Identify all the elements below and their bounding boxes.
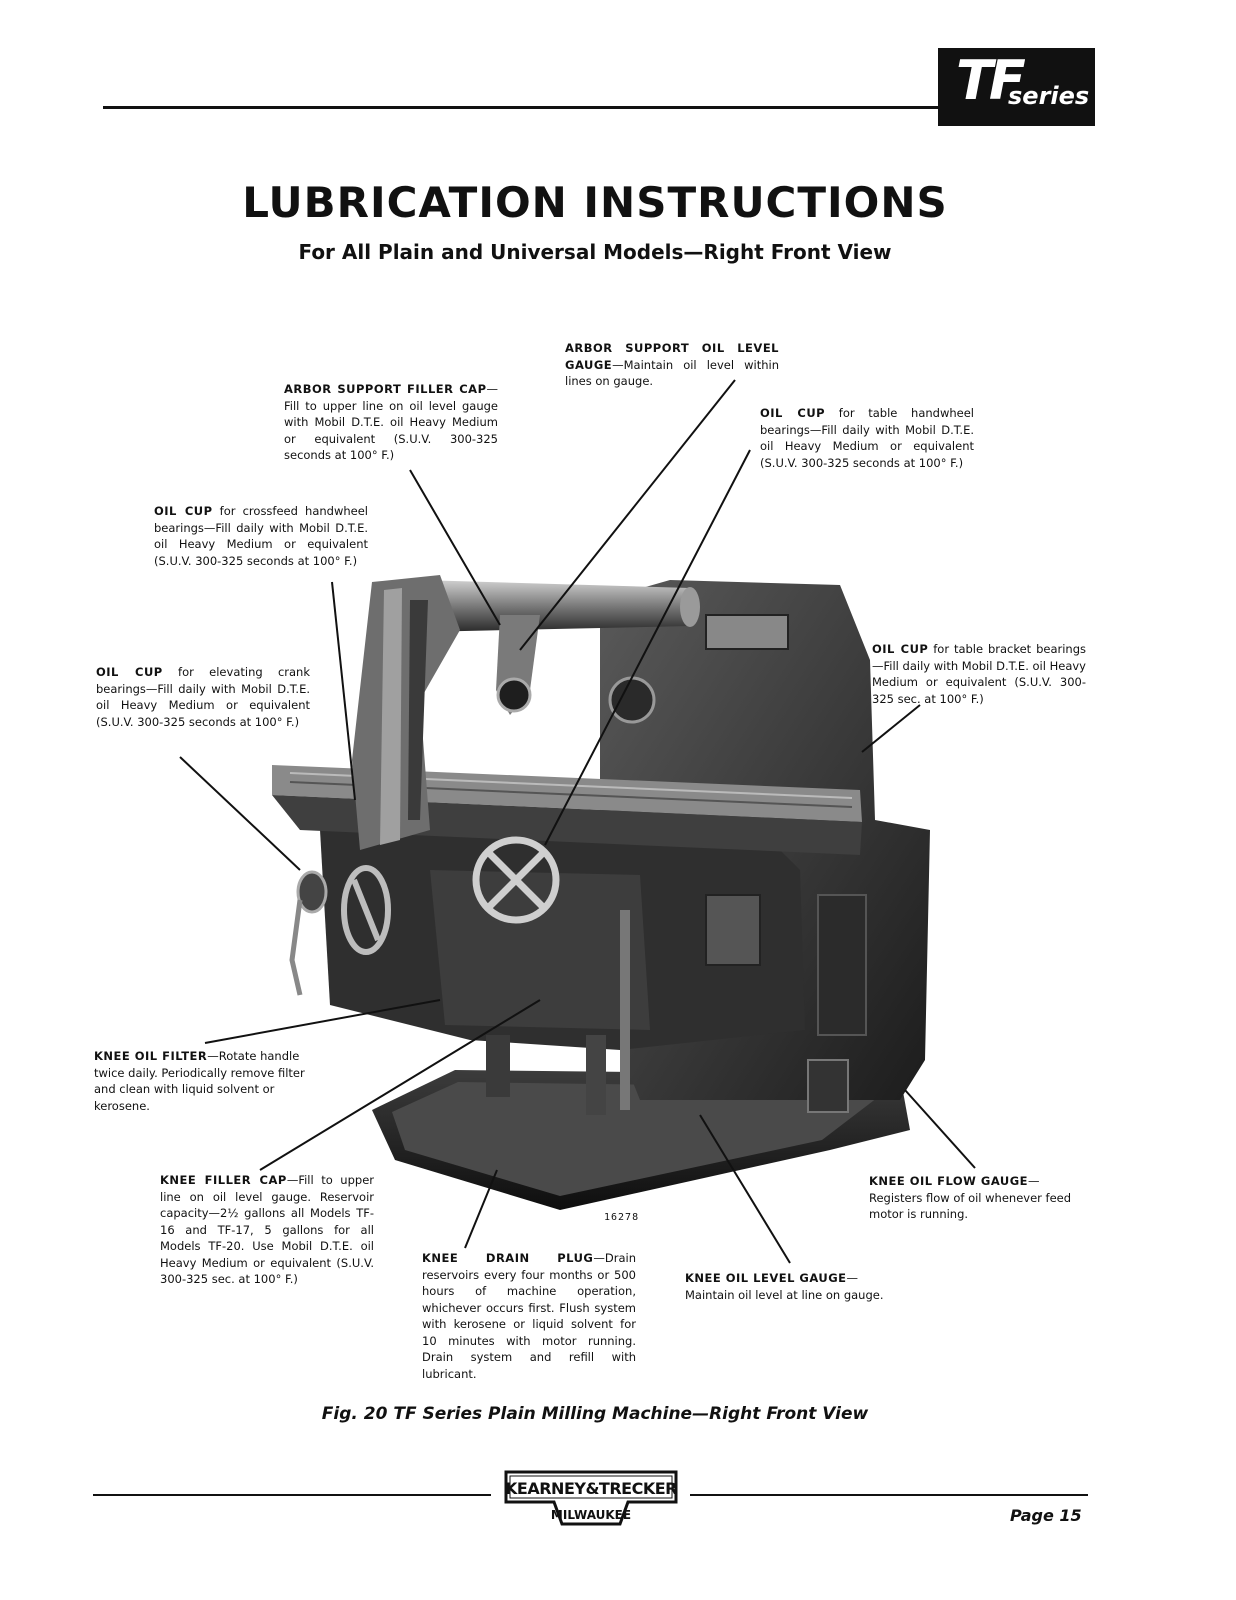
callout-label: KNEE DRAIN PLUG xyxy=(422,1251,594,1265)
callout-label: OIL CUP xyxy=(96,665,163,679)
callout-knee-oil-level-gauge: KNEE OIL LEVEL GAUGE—Maintain oil level … xyxy=(685,1270,899,1303)
callout-text: —Drain reservoirs every four months or 5… xyxy=(422,1251,636,1381)
callout-label: OIL CUP xyxy=(872,642,929,656)
badge-main-text: TF xyxy=(956,49,1026,112)
footer-rule-left xyxy=(93,1494,491,1496)
callout-oil-cup-elevating-crank: OIL CUP for elevating crank bearings—Fil… xyxy=(96,664,310,730)
tf-series-badge: TF series xyxy=(938,48,1095,126)
callout-text: —Rotate handle twice daily. Periodically… xyxy=(94,1049,305,1113)
callout-label: OIL CUP xyxy=(154,504,213,518)
callout-label: OIL CUP xyxy=(760,406,826,420)
callout-text: —Fill to upper line on oil level gauge w… xyxy=(284,382,498,462)
callout-text: —Maintain oil level within lines on gaug… xyxy=(565,357,779,389)
logo-line2: MILWAUKEE xyxy=(551,1508,631,1522)
crossfeed-handwheel xyxy=(341,865,391,955)
page-title: LUBRICATION INSTRUCTIONS xyxy=(242,178,948,227)
kearney-trecker-logo: KEARNEY&TRECKER MILWAUKEE xyxy=(504,1470,678,1526)
figure-caption: Fig. 20 TF Series Plain Milling Machine—… xyxy=(321,1404,869,1424)
logo-line1: KEARNEY&TRECKER xyxy=(505,1479,677,1498)
callout-text: —Registers flow of oil whenever feed mot… xyxy=(869,1174,1072,1221)
callout-leader-lines xyxy=(179,379,976,1264)
callout-label: KNEE OIL LEVEL GAUGE xyxy=(685,1271,847,1285)
callout-arbor-support-oil-level-gauge: ARBOR SUPPORT OIL LEVEL GAUGE—Maintain o… xyxy=(565,340,779,390)
badge-sub-text: series xyxy=(1008,82,1090,110)
callout-arbor-support-filler-cap: ARBOR SUPPORT FILLER CAP—Fill to upper l… xyxy=(284,381,498,464)
callout-text: —Fill to upper line on oil level gauge. … xyxy=(160,1173,374,1286)
callout-oil-cup-table-bracket: OIL CUP for table bracket bearings—Fill … xyxy=(872,641,1086,707)
page-number: Page 15 xyxy=(1010,1506,1082,1525)
header-rule xyxy=(103,106,945,109)
callout-knee-filler-cap: KNEE FILLER CAP—Fill to upper line on oi… xyxy=(160,1172,374,1288)
page-subtitle: For All Plain and Universal Models—Right… xyxy=(298,240,892,264)
callout-text: for elevating crank bearings—Fill daily … xyxy=(96,665,310,729)
callout-label: KNEE OIL FLOW GAUGE xyxy=(869,1174,1028,1188)
callout-knee-oil-flow-gauge: KNEE OIL FLOW GAUGE—Registers flow of oi… xyxy=(869,1173,1083,1223)
arbor-support-bracket xyxy=(352,575,460,850)
callout-oil-cup-crossfeed-handwheel: OIL CUP for crossfeed handwheel bearings… xyxy=(154,503,368,569)
callout-knee-drain-plug: KNEE DRAIN PLUG—Drain reservoirs every f… xyxy=(422,1250,636,1382)
photo-number: 16278 xyxy=(604,1212,640,1223)
elevating-crank xyxy=(289,870,328,996)
table-handwheel xyxy=(472,836,560,924)
callout-label: KNEE FILLER CAP xyxy=(160,1173,287,1187)
footer-rule-right xyxy=(690,1494,1088,1496)
machine-base xyxy=(372,1070,910,1210)
callout-text: for table handwheel bearings—Fill daily … xyxy=(760,406,975,470)
callout-text: for crossfeed handwheel bearings—Fill da… xyxy=(154,504,369,568)
callout-label: KNEE OIL FILTER xyxy=(94,1049,208,1063)
callout-label: ARBOR SUPPORT FILLER CAP xyxy=(284,382,487,396)
callout-oil-cup-table-handwheel: OIL CUP for table handwheel bearings—Fil… xyxy=(760,405,974,471)
callout-knee-oil-filter: KNEE OIL FILTER—Rotate handle twice dail… xyxy=(94,1048,310,1114)
callout-label: ARBOR SUPPORT OIL LEVEL GAUGE xyxy=(565,341,779,372)
callout-text: —Maintain oil level at line on gauge. xyxy=(685,1271,884,1302)
callout-text: for table bracket bearings—Fill daily wi… xyxy=(872,642,1087,706)
